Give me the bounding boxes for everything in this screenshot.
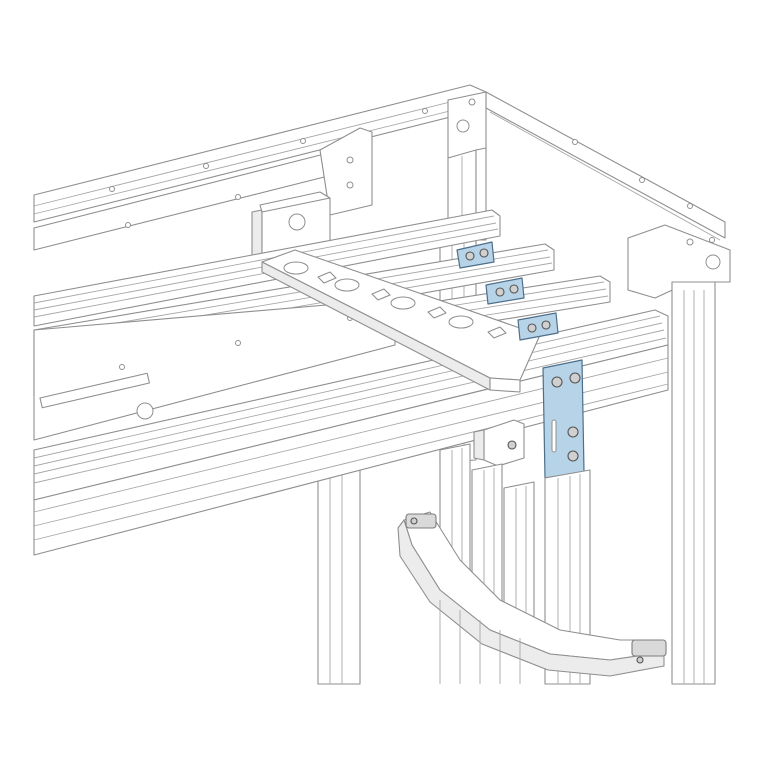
connector-3 [517, 312, 559, 341]
comb-spacer [261, 249, 541, 393]
front-rail [33, 344, 669, 556]
middle-post [317, 461, 361, 685]
top-back-beam [33, 84, 487, 223]
front-right-post [671, 281, 716, 685]
lower-comb-support [397, 511, 667, 684]
top-side-beam [485, 91, 726, 239]
mounting-bracket [473, 419, 525, 467]
connector-1 [456, 241, 495, 269]
enclosure-frame [33, 84, 731, 685]
blue-connectors [456, 241, 585, 479]
clamp-right [631, 639, 667, 657]
